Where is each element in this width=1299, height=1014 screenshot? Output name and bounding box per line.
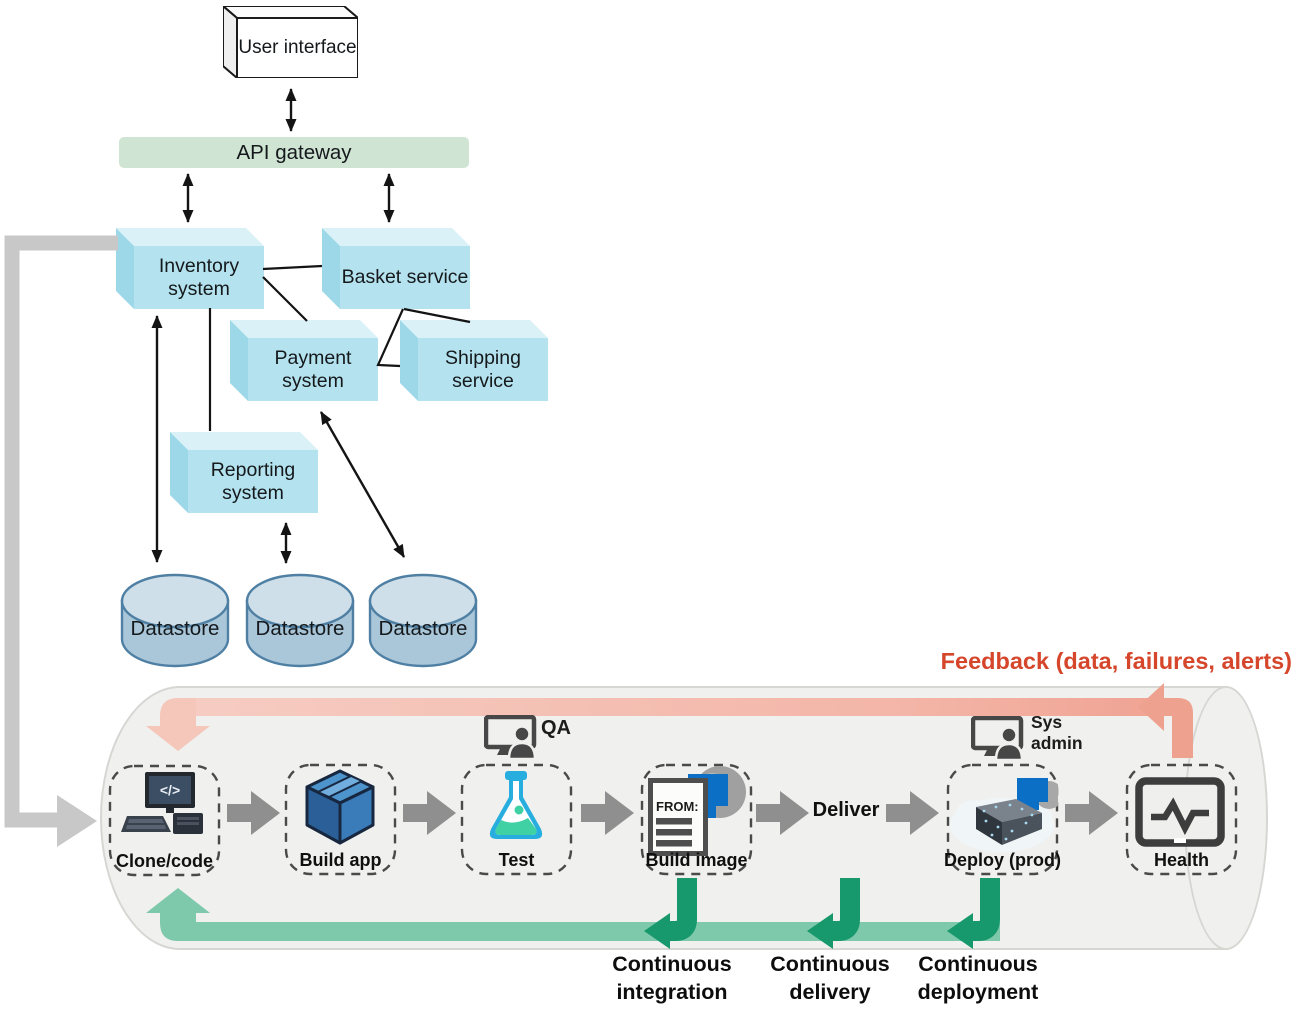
datastore-label: Datastore <box>378 617 468 640</box>
continuous-integration-label: Continuous integration <box>612 952 732 1004</box>
stage-label: Health <box>1153 850 1210 870</box>
continuous-deployment-label: Continuous deployment <box>917 952 1039 1004</box>
stage-clone-code: </> Clone/code <box>108 764 221 877</box>
continuous-delivery-label: Continuous delivery <box>770 952 890 1004</box>
stage-label: Deploy (prod) <box>944 850 1061 870</box>
user-interface-box: User interface <box>220 3 361 81</box>
deploy-crate-icon <box>950 778 1058 852</box>
api-gateway-bar: API gateway <box>119 137 469 168</box>
architecture-to-pipeline-connector <box>4 235 118 847</box>
sysadmin-label: Sys admin <box>1031 712 1083 753</box>
stage-label: Build app <box>299 850 382 870</box>
3d-box-shape <box>220 3 361 81</box>
person-at-monitor-icon <box>484 715 537 759</box>
service-label: Inventory system <box>158 254 240 300</box>
stage-label: Build image <box>645 850 748 870</box>
service-box-inventory: Inventory system <box>116 228 264 309</box>
stage-test: Test <box>460 763 573 876</box>
dockerfile-icon: FROM: <box>648 766 746 856</box>
stage-build-image: FROM: Build image <box>640 763 753 876</box>
stage-build-app: Build app <box>284 763 397 876</box>
service-label: Basket service <box>341 266 469 289</box>
user-interface-label: User interface <box>238 36 357 58</box>
service-box-basket: Basket service <box>322 228 470 309</box>
stage-label: Test <box>498 850 535 870</box>
code-brackets-glyph: </> <box>160 782 180 798</box>
datastore-cylinder-3: Datastore <box>368 573 478 669</box>
service-label: Reporting system <box>210 458 296 504</box>
dockerfile-from-text: FROM: <box>656 799 699 814</box>
service-box-payment: Payment system <box>230 320 378 401</box>
health-monitor-icon <box>1135 777 1225 847</box>
qa-label: QA <box>541 717 571 739</box>
stage-label: Clone/code <box>115 851 214 871</box>
datastore-cylinder-2: Datastore <box>245 573 355 669</box>
stage-health: Health <box>1125 763 1238 876</box>
flask-icon <box>489 771 543 839</box>
computer-icon: </> <box>121 772 203 834</box>
person-at-monitor-icon <box>971 716 1024 760</box>
service-label: Shipping service <box>445 346 521 392</box>
datastore-cylinder-1: Datastore <box>120 573 230 669</box>
service-box-reporting: Reporting system <box>170 432 318 513</box>
service-label: Payment system <box>274 346 352 392</box>
datastore-label: Datastore <box>130 617 220 640</box>
package-icon <box>305 769 375 845</box>
deliver-label: Deliver <box>812 799 880 821</box>
feedback-caption: Feedback (data, failures, alerts) <box>940 648 1292 674</box>
datastore-label: Datastore <box>255 617 345 640</box>
service-box-shipping: Shipping service <box>400 320 548 401</box>
stage-deploy-prod: Deploy (prod) <box>944 763 1061 876</box>
